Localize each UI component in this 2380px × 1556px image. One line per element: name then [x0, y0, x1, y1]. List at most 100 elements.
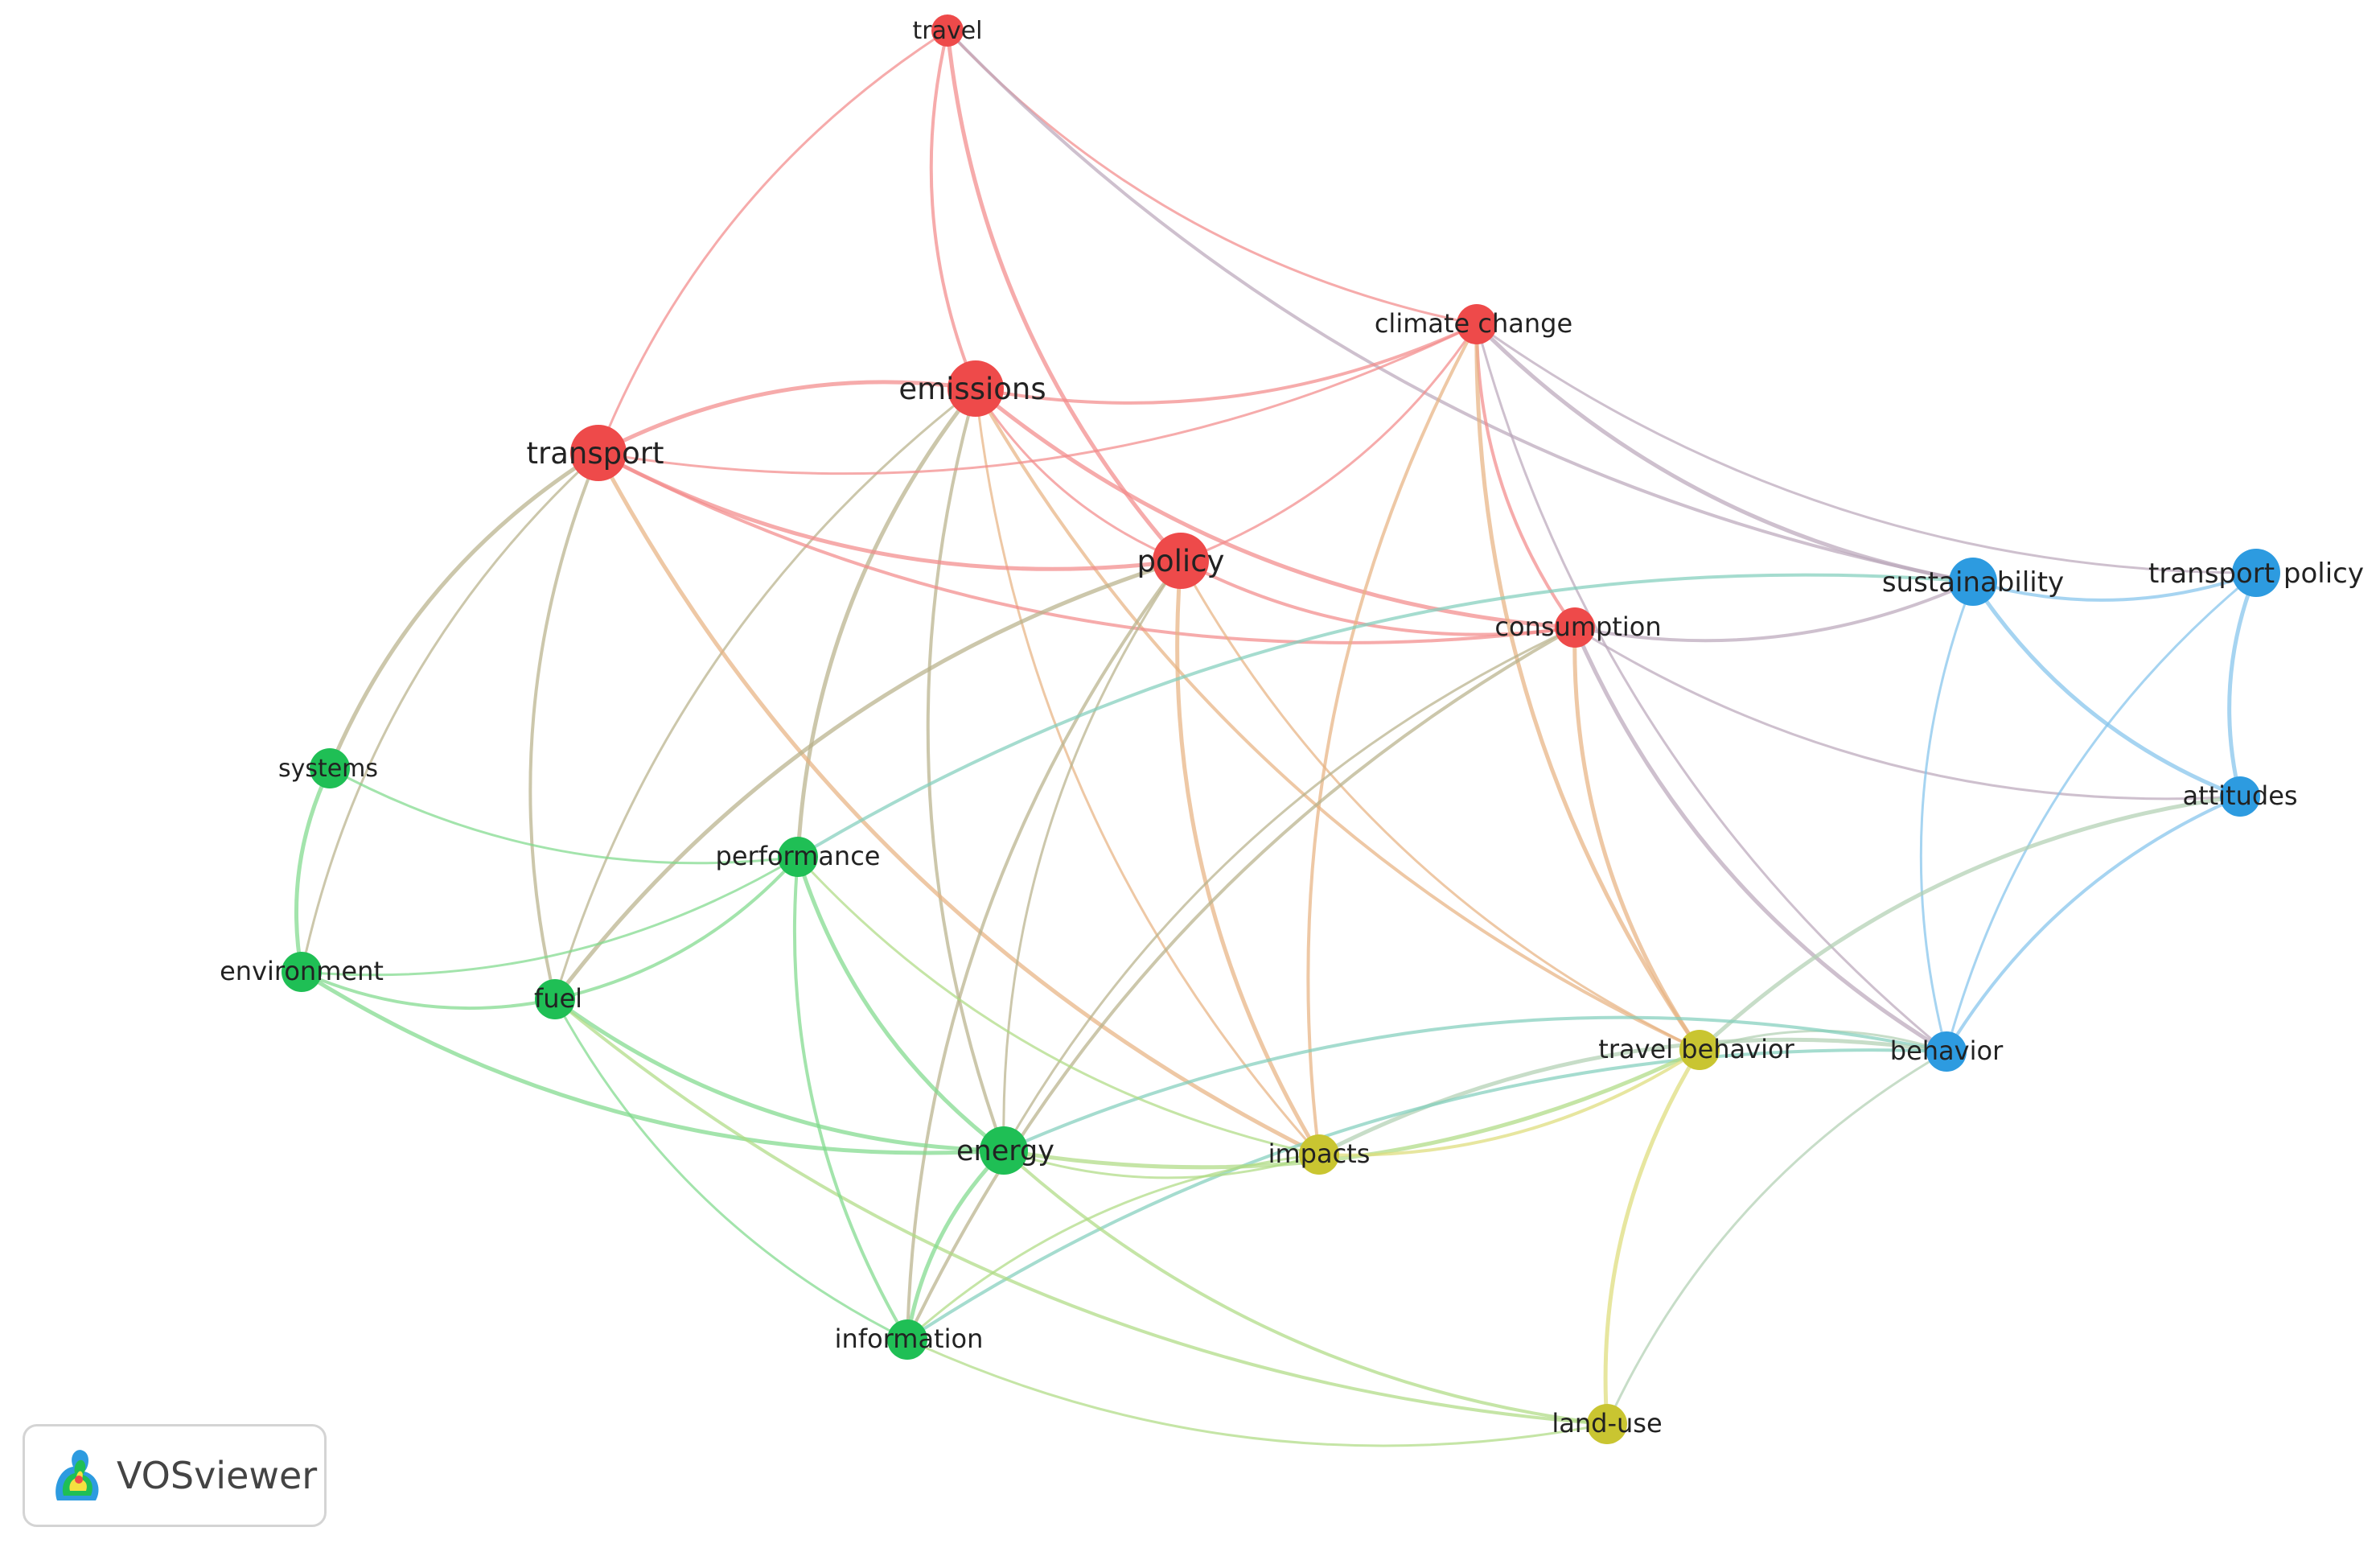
edge-policy-travel-behavior	[1179, 560, 1700, 1052]
node-land-use-marker[interactable]	[1587, 1404, 1627, 1444]
edge-behavior-energy	[1003, 1015, 1947, 1152]
node-performance[interactable]: performance	[716, 837, 881, 877]
edge-performance-information	[792, 856, 909, 1341]
edge-transport-systems	[327, 451, 600, 769]
node-performance-marker[interactable]	[778, 837, 818, 877]
node-attitudes-marker[interactable]	[2220, 776, 2260, 817]
edge-environment-fuel	[301, 970, 556, 1011]
node-attitudes-label: attitudes	[2182, 780, 2297, 811]
edge-behavior-impacts	[1317, 1037, 1947, 1157]
node-transport-policy-marker[interactable]	[2232, 549, 2280, 597]
edge-sustainability-behavior	[1919, 581, 1975, 1052]
node-consumption-label: consumption	[1494, 611, 1661, 642]
node-behavior[interactable]: behavior	[1890, 1031, 2004, 1072]
node-travel-behavior-label: travel behavior	[1598, 1034, 1794, 1064]
edge-policy-fuel	[553, 558, 1182, 1001]
node-fuel-label: fuel	[534, 983, 582, 1014]
edge-emissions-fuel	[553, 387, 976, 1000]
node-environment[interactable]: environment	[220, 952, 384, 992]
node-travel[interactable]: travel	[912, 14, 983, 47]
edge-consumption-attitudes	[1574, 626, 2241, 801]
node-impacts-label: impacts	[1268, 1138, 1371, 1169]
vosviewer-logo-icon	[55, 1450, 99, 1500]
edge-climate-change-transport-policy	[1476, 323, 2257, 574]
vosviewer-logo: VOSviewer	[23, 1424, 327, 1527]
edge-transport-policy-attitudes	[2227, 572, 2259, 797]
node-emissions-marker[interactable]	[947, 360, 1004, 417]
edge-fuel-performance	[554, 855, 799, 1001]
edge-emissions-impacts	[974, 388, 1321, 1156]
node-performance-label: performance	[716, 841, 881, 871]
node-transport-policy[interactable]: transport policy	[2148, 549, 2364, 597]
node-systems[interactable]: systems	[278, 748, 378, 788]
edge-travel-transport	[597, 29, 948, 454]
edge-transport-fuel	[528, 452, 600, 1000]
node-policy-label: policy	[1137, 544, 1225, 578]
node-information[interactable]: information	[835, 1319, 984, 1360]
node-travel-behavior-marker[interactable]	[1679, 1030, 1720, 1070]
node-sustainability[interactable]: sustainability	[1882, 558, 2064, 606]
edge-climate-change-behavior	[1475, 323, 1947, 1053]
edge-systems-environment	[294, 767, 332, 973]
edge-consumption-behavior	[1572, 627, 1948, 1054]
edge-fuel-land-use	[553, 998, 1608, 1426]
edge-behavior-information	[906, 1048, 1947, 1341]
node-policy-marker[interactable]	[1153, 533, 1209, 589]
node-energy-label: energy	[956, 1135, 1054, 1167]
node-emissions[interactable]: emissions	[898, 360, 1046, 417]
node-information-marker[interactable]	[887, 1319, 927, 1360]
node-fuel-marker[interactable]	[535, 979, 575, 1019]
edge-fuel-energy	[553, 997, 1005, 1153]
node-information-label: information	[835, 1323, 984, 1354]
edge-travel-emissions	[929, 30, 977, 389]
edge-travel-behavior-land-use	[1603, 1048, 1702, 1425]
edge-transport-policy	[597, 451, 1182, 571]
edge-systems-performance	[329, 767, 799, 865]
node-systems-marker[interactable]	[310, 748, 350, 788]
node-consumption[interactable]: consumption	[1494, 607, 1662, 648]
node-consumption-marker[interactable]	[1555, 607, 1595, 648]
edge-sustainability-transport-policy	[1972, 571, 2257, 602]
edge-behavior-land-use	[1605, 1050, 1947, 1425]
edge-consumption-sustainability	[1574, 580, 1974, 643]
node-energy-marker[interactable]	[980, 1126, 1028, 1175]
node-climate-change-marker[interactable]	[1457, 304, 1497, 344]
node-environment-marker[interactable]	[282, 952, 322, 992]
edge-consumption-travel-behavior	[1572, 627, 1702, 1052]
edge-policy-information	[906, 559, 1182, 1340]
node-land-use-label: land-use	[1552, 1408, 1662, 1439]
node-behavior-label: behavior	[1890, 1035, 2004, 1066]
node-fuel[interactable]: fuel	[534, 979, 582, 1019]
node-travel-behavior[interactable]: travel behavior	[1598, 1030, 1795, 1070]
edge-transport-environment	[300, 451, 600, 973]
edge-attitudes-behavior	[1945, 795, 2241, 1053]
edge-emissions-energy	[926, 388, 1005, 1151]
node-energy[interactable]: energy	[956, 1126, 1054, 1175]
node-climate-change[interactable]: climate change	[1375, 304, 1572, 344]
node-environment-label: environment	[220, 956, 384, 986]
edge-information-land-use	[906, 1338, 1608, 1447]
edge-travel-policy	[945, 30, 1182, 562]
edge-climate-change-impacts	[1306, 323, 1478, 1155]
node-transport[interactable]: transport	[527, 425, 664, 481]
edge-emissions-climate-change	[975, 323, 1478, 405]
edge-performance-impacts	[796, 855, 1320, 1156]
edge-environment-energy	[300, 969, 1005, 1155]
edge-performance-energy	[795, 856, 1005, 1152]
edge-transport-climate-change	[598, 323, 1478, 475]
node-transport-marker[interactable]	[570, 425, 627, 481]
edge-emissions-policy	[974, 388, 1182, 562]
edge-emissions-travel-behavior	[974, 388, 1700, 1052]
node-behavior-marker[interactable]	[1926, 1031, 1967, 1072]
node-sustainability-marker[interactable]	[1949, 558, 1997, 606]
node-impacts-marker[interactable]	[1299, 1134, 1339, 1175]
edge-emissions-performance	[795, 387, 977, 858]
node-land-use[interactable]: land-use	[1552, 1404, 1663, 1444]
node-attitudes[interactable]: attitudes	[2182, 776, 2298, 817]
node-travel-marker[interactable]	[931, 14, 964, 47]
node-impacts[interactable]: impacts	[1268, 1134, 1371, 1175]
edge-emissions-consumption	[974, 387, 1576, 630]
node-policy[interactable]: policy	[1137, 533, 1225, 589]
node-transport-label: transport	[527, 436, 664, 471]
